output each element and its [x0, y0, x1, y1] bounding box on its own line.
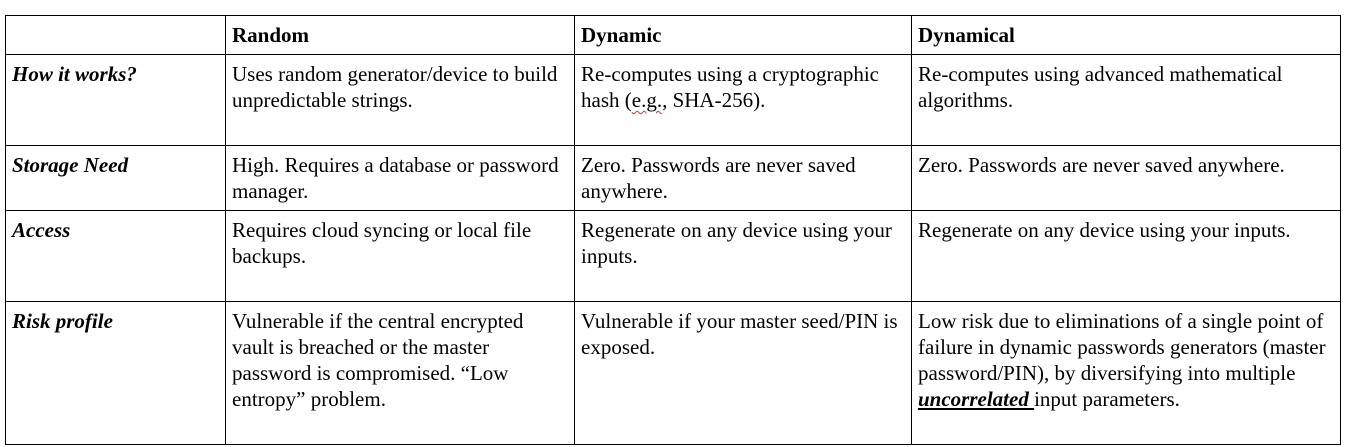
table-row-access: Access Requires cloud syncing or local f…: [5, 210, 1341, 302]
cell-risk-random: Vulnerable if the central encrypted vaul…: [225, 301, 575, 445]
header-row: Random Dynamic Dynamical: [5, 15, 1341, 55]
cell-storage-dynamical: Zero. Passwords are never saved anywhere…: [911, 145, 1341, 211]
header-cell-dynamic: Dynamic: [574, 15, 912, 55]
header-cell-dynamical: Dynamical: [911, 15, 1341, 55]
emphasized-word: uncorrelated: [918, 387, 1035, 411]
cell-storage-random: High. Requires a database or password ma…: [225, 145, 575, 211]
table-row-risk-profile: Risk profile Vulnerable if the central e…: [5, 301, 1341, 445]
row-label-how-it-works: How it works?: [5, 54, 226, 146]
table-row-how-it-works: How it works? Uses random generator/devi…: [5, 54, 1341, 146]
cell-text: Re-computes using a cryptographic hash (: [581, 62, 879, 112]
cell-text: input parameters.: [1034, 387, 1180, 411]
cell-access-dynamical: Regenerate on any device using your inpu…: [911, 210, 1341, 302]
comparison-table: Random Dynamic Dynamical How it works? U…: [5, 15, 1341, 445]
cell-access-random: Requires cloud syncing or local file bac…: [225, 210, 575, 302]
cell-how-dynamical: Re-computes using advanced mathematical …: [911, 54, 1341, 146]
row-label-access: Access: [5, 210, 226, 302]
cell-how-dynamic: Re-computes using a cryptographic hash (…: [574, 54, 912, 146]
cell-risk-dynamic: Vulnerable if your master seed/PIN is ex…: [574, 301, 912, 445]
row-label-storage-need: Storage Need: [5, 145, 226, 211]
header-cell-corner: [5, 15, 226, 55]
cell-text: , SHA-256).: [662, 88, 766, 112]
row-label-risk-profile: Risk profile: [5, 301, 226, 445]
cell-storage-dynamic: Zero. Passwords are never saved anywhere…: [574, 145, 912, 211]
cell-access-dynamic: Regenerate on any device using your inpu…: [574, 210, 912, 302]
spellcheck-flagged-word: e.g.: [631, 88, 663, 112]
table-row-storage-need: Storage Need High. Requires a database o…: [5, 145, 1341, 211]
cell-how-random: Uses random generator/device to build un…: [225, 54, 575, 146]
cell-risk-dynamical: Low risk due to eliminations of a single…: [911, 301, 1341, 445]
header-cell-random: Random: [225, 15, 575, 55]
cell-text: Low risk due to eliminations of a single…: [918, 309, 1326, 385]
